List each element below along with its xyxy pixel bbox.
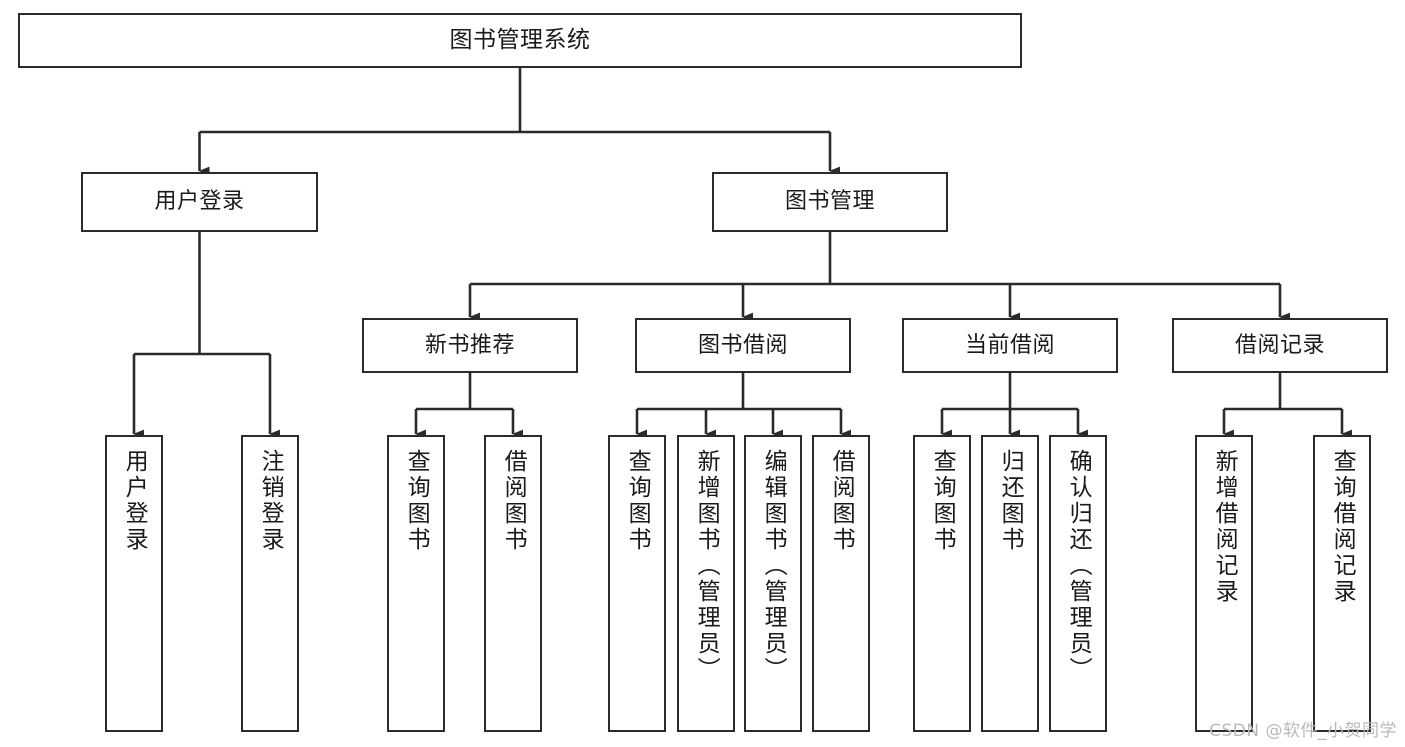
node-label: 查询图书 [929,449,956,553]
node-label: 用户登录 [121,449,148,553]
node-label: 当前借阅 [964,332,1055,358]
node-label: 借阅图书 [500,449,527,553]
node-leaf-query-book-3[interactable]: 查询图书 [913,435,971,732]
node-label: 图书借阅 [697,332,788,358]
node-label: 借阅图书 [828,449,855,553]
node-leaf-confirm-ret[interactable]: 确认归还（管理员） [1049,435,1107,732]
node-label: 注销登录 [257,449,284,553]
node-label: 新书推荐 [424,332,515,358]
node-leaf-user-logout[interactable]: 注销登录 [241,435,299,732]
node-leaf-borrow-book-2[interactable]: 借阅图书 [812,435,870,732]
node-label: 新增借阅记录 [1211,449,1238,605]
node-new-book-rec[interactable]: 新书推荐 [362,318,578,373]
node-leaf-add-book[interactable]: 新增图书（管理员） [677,435,735,732]
node-label: 新增图书（管理员） [693,449,720,683]
node-borrow-record[interactable]: 借阅记录 [1172,318,1388,373]
node-label: 图书管理系统 [449,26,591,53]
node-label: 借阅记录 [1234,332,1325,358]
node-label: 查询图书 [624,449,651,553]
node-current-borrow[interactable]: 当前借阅 [902,318,1118,373]
node-book-borrow[interactable]: 图书借阅 [635,318,851,373]
node-label: 图书管理 [784,189,875,215]
node-label: 编辑图书（管理员） [760,449,787,683]
node-leaf-user-login[interactable]: 用户登录 [105,435,163,732]
node-label: 查询图书 [403,449,430,553]
node-label: 查询借阅记录 [1329,449,1356,605]
node-label: 用户登录 [154,189,245,215]
node-leaf-add-record[interactable]: 新增借阅记录 [1195,435,1253,732]
node-user-login[interactable]: 用户登录 [81,172,318,232]
node-root[interactable]: 图书管理系统 [18,13,1022,68]
node-leaf-edit-book[interactable]: 编辑图书（管理员） [744,435,802,732]
node-leaf-query-book-1[interactable]: 查询图书 [387,435,445,732]
node-label: 确认归还（管理员） [1065,449,1092,683]
node-leaf-borrow-book-1[interactable]: 借阅图书 [484,435,542,732]
node-book-manage[interactable]: 图书管理 [712,172,948,232]
node-leaf-query-record[interactable]: 查询借阅记录 [1313,435,1371,732]
node-leaf-query-book-2[interactable]: 查询图书 [608,435,666,732]
node-label: 归还图书 [997,449,1024,553]
node-leaf-return-book[interactable]: 归还图书 [981,435,1039,732]
